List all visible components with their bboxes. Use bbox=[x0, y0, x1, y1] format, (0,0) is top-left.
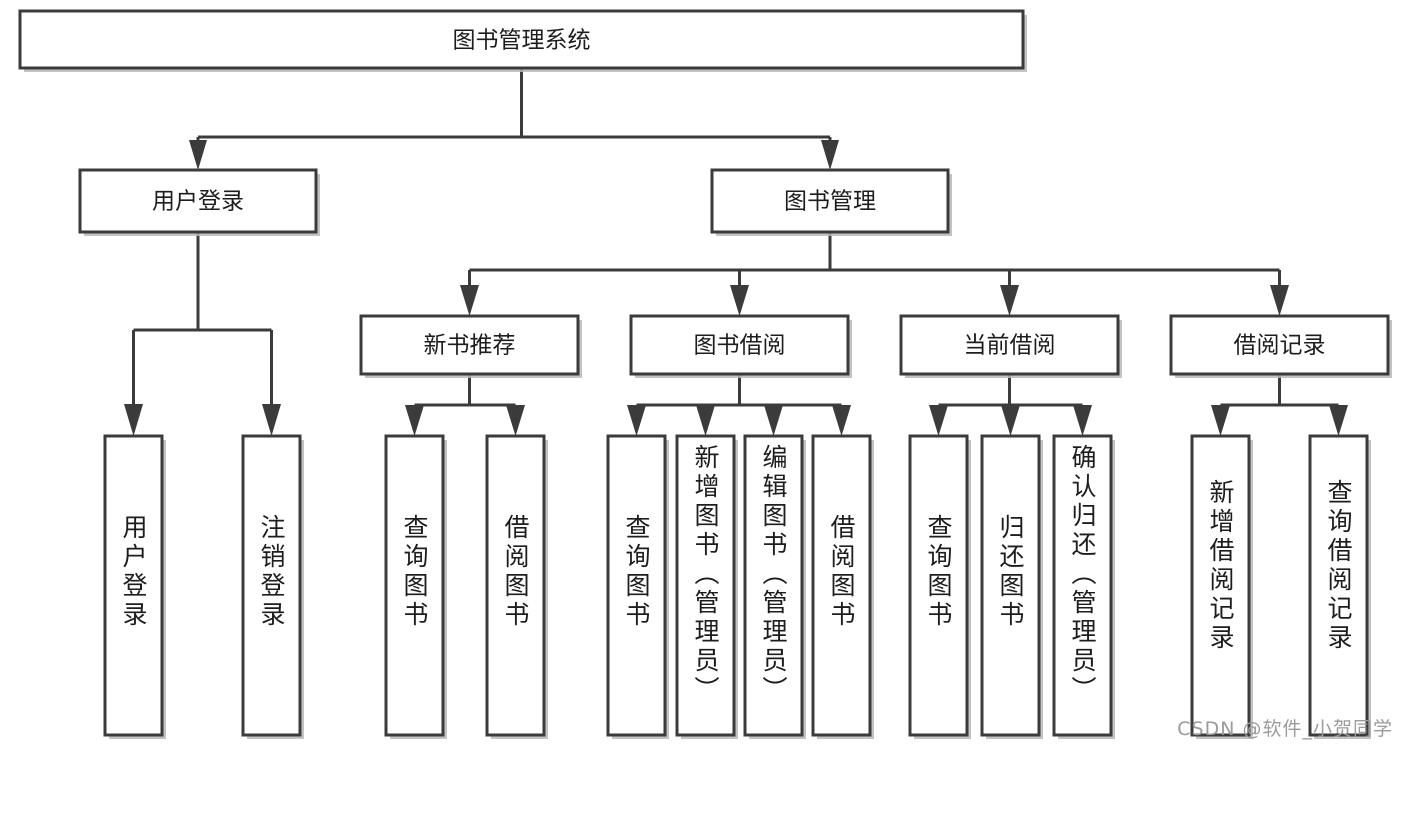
node-root[interactable]: 图书管理系统 bbox=[18, 9, 1027, 72]
node-leaf-query-book-recommend[interactable] bbox=[384, 434, 447, 739]
arrow-head-leaf-user-logout bbox=[262, 404, 281, 436]
node-leaf-borrow-book-recommend[interactable] bbox=[485, 434, 548, 739]
node-layer: 图书管理系统 用户登录 图书管理 新书推荐 bbox=[18, 9, 1392, 739]
connector-layer bbox=[124, 68, 1348, 436]
node-borrow-record-rect[interactable] bbox=[1169, 314, 1390, 376]
node-root-label: 图书管理系统 bbox=[453, 28, 591, 54]
node-leaf-borrow-book-rect[interactable] bbox=[811, 434, 872, 737]
node-leaf-user-logout[interactable] bbox=[241, 434, 304, 739]
node-leaf-user-logout-rect[interactable] bbox=[241, 434, 302, 737]
node-leaf-return-book[interactable] bbox=[980, 434, 1043, 739]
node-leaf-edit-book-admin[interactable] bbox=[743, 434, 806, 739]
arrow-head-leaf-query-book-recommend bbox=[405, 405, 424, 436]
node-new-book-recommend[interactable]: 新书推荐 bbox=[359, 314, 582, 378]
arrow-head-leaf-add-borrow-record bbox=[1211, 405, 1230, 436]
node-leaf-confirm-return-admin-rect[interactable] bbox=[1052, 434, 1113, 737]
arrow-head-leaf-add-book-admin bbox=[696, 405, 715, 436]
arrow-head-leaf-edit-book-admin bbox=[764, 405, 783, 436]
node-book-manage[interactable]: 图书管理 bbox=[710, 168, 952, 236]
node-leaf-add-borrow-record-rect[interactable] bbox=[1190, 434, 1251, 737]
node-leaf-confirm-return-admin[interactable] bbox=[1052, 434, 1115, 739]
node-user-login-rect[interactable] bbox=[78, 168, 318, 234]
node-leaf-query-book-current-rect[interactable] bbox=[908, 434, 969, 737]
node-leaf-borrow-book[interactable] bbox=[811, 434, 874, 739]
arrow-head-book-borrow bbox=[730, 285, 749, 316]
node-book-borrow-rect[interactable] bbox=[629, 314, 850, 376]
arrow-head-leaf-user-login bbox=[124, 404, 143, 436]
node-current-borrow-rect[interactable] bbox=[899, 314, 1120, 376]
node-root-rect[interactable] bbox=[18, 9, 1025, 70]
node-leaf-borrow-book-recommend-rect[interactable] bbox=[485, 434, 546, 737]
node-leaf-add-borrow-record[interactable] bbox=[1190, 434, 1253, 739]
arrow-head-user-login bbox=[189, 140, 207, 170]
node-book-manage-rect[interactable] bbox=[710, 168, 950, 234]
node-leaf-user-login[interactable] bbox=[103, 434, 166, 739]
node-new-book-recommend-label: 新书推荐 bbox=[424, 333, 516, 359]
node-user-login-label: 用户登录 bbox=[152, 189, 244, 215]
arrow-head-leaf-confirm-return-admin bbox=[1073, 405, 1092, 436]
arrow-head-borrow-record bbox=[1270, 285, 1289, 316]
leaf-node-layer bbox=[103, 434, 1371, 739]
node-leaf-return-book-rect[interactable] bbox=[980, 434, 1041, 737]
arrow-head-leaf-return-book bbox=[1001, 405, 1020, 436]
node-current-borrow-label: 当前借阅 bbox=[964, 333, 1056, 359]
node-user-login[interactable]: 用户登录 bbox=[78, 168, 320, 236]
csdn-watermark: CSDN @软件_小贺同学 bbox=[1177, 718, 1393, 740]
node-leaf-query-borrow-record[interactable] bbox=[1308, 434, 1371, 739]
node-leaf-add-book-admin-rect[interactable] bbox=[675, 434, 736, 737]
node-current-borrow[interactable]: 当前借阅 bbox=[899, 314, 1122, 378]
node-leaf-user-login-rect[interactable] bbox=[103, 434, 164, 737]
node-leaf-query-book-borrow[interactable] bbox=[606, 434, 669, 739]
node-borrow-record-label: 借阅记录 bbox=[1234, 333, 1326, 359]
node-book-borrow[interactable]: 图书借阅 bbox=[629, 314, 852, 378]
arrow-head-current-borrow bbox=[1000, 285, 1019, 316]
node-leaf-edit-book-admin-rect[interactable] bbox=[743, 434, 804, 737]
node-leaf-query-book-borrow-rect[interactable] bbox=[606, 434, 667, 737]
arrow-head-new-book-recommend bbox=[460, 285, 479, 316]
node-leaf-add-book-admin[interactable] bbox=[675, 434, 738, 739]
flowchart-diagram: 图书管理系统 用户登录 图书管理 新书推荐 bbox=[18, 9, 1393, 740]
node-borrow-record[interactable]: 借阅记录 bbox=[1169, 314, 1392, 378]
node-leaf-query-book-current[interactable] bbox=[908, 434, 971, 739]
node-new-book-recommend-rect[interactable] bbox=[359, 314, 580, 376]
node-leaf-query-borrow-record-rect[interactable] bbox=[1308, 434, 1369, 737]
node-leaf-query-book-recommend-rect[interactable] bbox=[384, 434, 445, 737]
arrow-head-book-manage bbox=[821, 140, 839, 170]
node-book-borrow-label: 图书借阅 bbox=[694, 333, 786, 359]
arrow-head-leaf-query-book-current bbox=[929, 405, 948, 436]
node-book-manage-label: 图书管理 bbox=[784, 189, 876, 215]
arrow-head-leaf-borrow-book-recommend bbox=[506, 405, 525, 436]
arrow-head-leaf-query-borrow-record bbox=[1329, 405, 1348, 436]
arrow-head-leaf-query-book-borrow bbox=[627, 405, 646, 436]
flowchart-svg: 图书管理系统 用户登录 图书管理 新书推荐 bbox=[18, 9, 1392, 739]
arrow-head-leaf-borrow-book bbox=[832, 405, 851, 436]
